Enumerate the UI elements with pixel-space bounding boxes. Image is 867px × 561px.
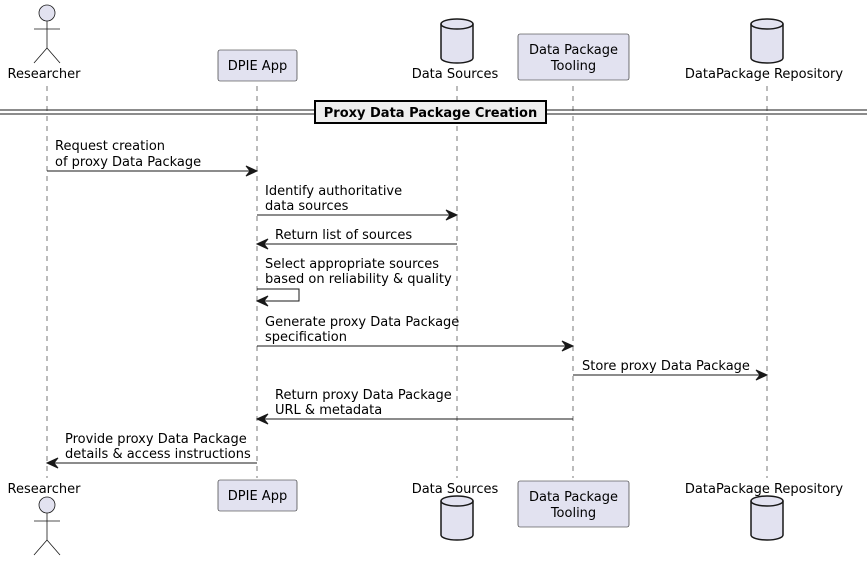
message-1-label-line2: of proxy Data Package [55, 155, 201, 170]
message-7-arrowhead [255, 413, 269, 425]
message-6-label: Store proxy Data Package [582, 359, 750, 374]
message-4-arrowhead [255, 295, 269, 307]
message-8-label-line2: details & access instructions [65, 447, 251, 462]
divider [0, 100, 867, 124]
message-2-arrowhead [445, 209, 459, 221]
dpie-app-label-top: DPIE App [228, 59, 287, 74]
message-4-label-line1: Select appropriate sources [265, 257, 439, 272]
message-4-arrow [257, 288, 300, 302]
dpie-app-label-bottom: DPIE App [228, 489, 287, 504]
repository-label-bottom: DataPackage Repository [685, 482, 843, 497]
message-3-label: Return list of sources [275, 228, 412, 243]
repository-db-top [750, 18, 784, 64]
tooling-label-top-line2: Tooling [550, 59, 596, 74]
researcher-actor-top [33, 4, 61, 64]
message-7-label-line2: URL & metadata [275, 403, 382, 418]
data-sources-db-top [440, 18, 474, 64]
researcher-label-bottom: Researcher [8, 482, 82, 497]
message-2-label-line2: data sources [265, 199, 349, 214]
tooling-label-bottom-line1: Data Package [529, 490, 618, 505]
researcher-actor-bottom [33, 496, 61, 556]
message-1-arrowhead [245, 165, 259, 177]
message-8-arrowhead [45, 457, 59, 469]
repository-label-top: DataPackage Repository [685, 67, 843, 82]
dpie-app-box-bottom [217, 479, 298, 512]
tooling-label-bottom-line2: Tooling [550, 506, 596, 521]
tooling-box-top [517, 33, 630, 81]
divider-title: Proxy Data Package Creation [324, 106, 537, 121]
message-1-label-line1: Request creation [55, 139, 165, 154]
message-8-label-line1: Provide proxy Data Package [65, 432, 247, 447]
researcher-label-top: Researcher [8, 67, 82, 82]
message-4-label-line2: based on reliability & quality [265, 272, 452, 287]
message-2-label-line1: Identify authoritative [265, 184, 402, 199]
tooling-box-bottom [517, 480, 630, 528]
message-7-label-line1: Return proxy Data Package [275, 388, 452, 403]
message-5-label-line2: specification [265, 330, 347, 345]
dpie-app-box-top [217, 49, 298, 82]
message-5-arrowhead [561, 340, 575, 352]
repository-db-bottom [750, 495, 784, 541]
data-sources-label-bottom: Data Sources [412, 482, 499, 497]
message-3-arrowhead [255, 238, 269, 250]
message-6-arrowhead [755, 369, 769, 381]
data-sources-label-top: Data Sources [412, 67, 499, 82]
message-5-label-line1: Generate proxy Data Package [265, 315, 459, 330]
tooling-label-top-line1: Data Package [529, 43, 618, 58]
data-sources-db-bottom [440, 495, 474, 541]
